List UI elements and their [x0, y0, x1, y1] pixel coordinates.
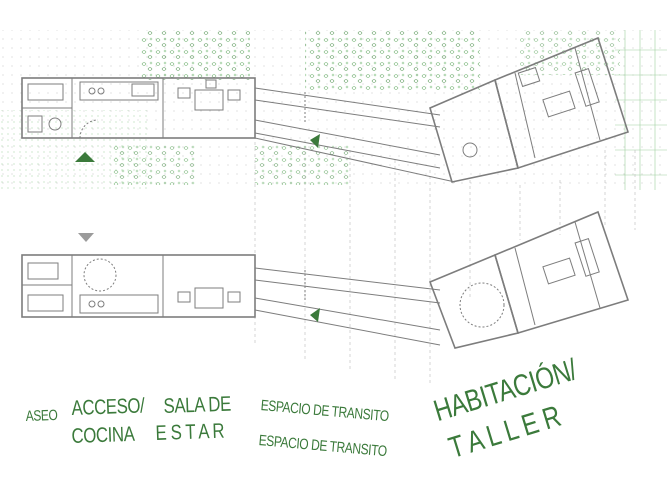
label-cocina: COCINA [71, 422, 150, 449]
vegetation-patch [305, 30, 480, 90]
label-cocina-text: COCINA [71, 422, 135, 449]
round-table [459, 282, 505, 328]
label-sala-de: SALA DE [163, 392, 248, 419]
upper-floor-plan [21, 36, 630, 183]
entry-arrow-icon [78, 233, 94, 242]
table [194, 89, 224, 111]
label-acceso-text: ACCESO/ [71, 394, 145, 421]
label-acceso: ACCESO/ [71, 394, 163, 421]
projection-lines [254, 130, 636, 385]
ground-texture [0, 30, 667, 190]
left-building-block [21, 254, 256, 318]
kitchen-counter [79, 294, 159, 314]
vegetation-patch [255, 145, 350, 185]
right-pavilion-angled [428, 253, 520, 349]
direction-arrow-icon [310, 134, 320, 148]
entry-markers [75, 134, 320, 322]
bed [542, 90, 576, 118]
bed [542, 257, 576, 285]
label-sala-de-text: SALA DE [163, 392, 232, 419]
table [194, 287, 224, 309]
right-pavilion-main [494, 210, 630, 334]
vegetation-patch [140, 30, 250, 80]
right-pavilion-main [494, 36, 630, 170]
kitchen-counter [79, 81, 159, 101]
vegetation-patch [110, 145, 195, 185]
label-estar-text: E S T A R [155, 419, 225, 446]
vegetation-patch [520, 30, 620, 75]
lower-floor-plan [21, 210, 630, 349]
bathtub [27, 83, 64, 101]
label-aseo: ASEO [25, 407, 65, 425]
bathtub [27, 294, 64, 312]
entry-arrow-icon [75, 152, 95, 162]
label-aseo-text: ASEO [25, 406, 58, 425]
direction-arrow-icon [310, 308, 320, 322]
label-estar: E S T A R [155, 419, 242, 446]
